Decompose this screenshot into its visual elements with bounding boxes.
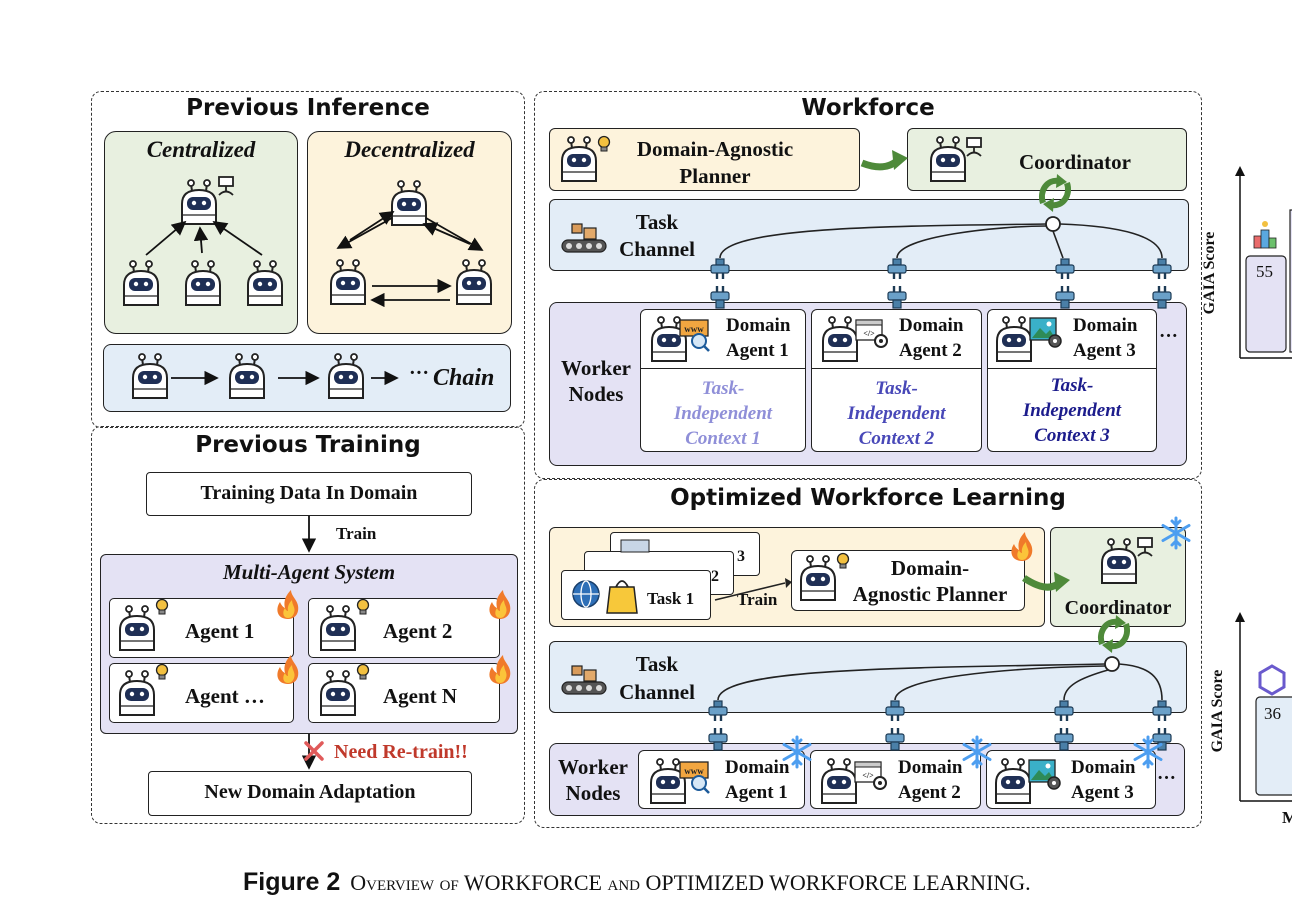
- previous-training-panel: [91, 426, 525, 824]
- workforce-panel: [534, 91, 1202, 479]
- train-label: Train: [336, 524, 377, 543]
- coordinator-label: Coordinator: [1019, 150, 1131, 174]
- chain-ellipsis: ···: [409, 362, 430, 384]
- agent-ellipsis-label: Agent …: [185, 684, 265, 708]
- owl-train-label: Train: [737, 590, 778, 609]
- new-domain-adaptation-label: New Domain Adaptation: [204, 781, 416, 803]
- centralized-label: Centralized: [146, 137, 256, 162]
- owl-task-channel-box: [549, 641, 1187, 713]
- training-data-box: [146, 472, 472, 516]
- side-ylabel-top: GAIA Score: [1201, 231, 1218, 315]
- domain-agent-1-l2: Agent 1: [726, 340, 789, 361]
- planner-label-1: Domain-Agnostic: [636, 137, 794, 161]
- task-3-label: 3: [737, 548, 745, 565]
- domain-agent-2-l2: Agent 2: [899, 340, 962, 361]
- owl-domain-agent-3-l1: Domain: [1071, 757, 1136, 778]
- owl-ellipsis: ···: [1157, 768, 1177, 789]
- agent-n-label: Agent N: [383, 684, 458, 708]
- owl-task-channel-label-2: Channel: [619, 680, 695, 704]
- task-channel-label-1: Task: [635, 210, 679, 234]
- context-3-l3: Context 3: [1034, 425, 1110, 446]
- logo-icon: [1258, 664, 1286, 696]
- document-icon: [620, 539, 650, 553]
- new-domain-adaptation-box: [148, 771, 472, 816]
- context-2-l1: Task-: [875, 378, 918, 399]
- owl-domain-agent-3-l2: Agent 3: [1071, 782, 1134, 803]
- previous-inference-panel: [91, 91, 525, 428]
- task-2-label: 2: [711, 568, 719, 585]
- figure-number: Figure 2: [243, 868, 341, 896]
- podium-icon: [1253, 221, 1277, 249]
- retrain-warning: Need Re-train!!: [334, 741, 468, 763]
- owl-coordinator-label: Coordinator: [1064, 597, 1172, 619]
- owl-domain-agent-2-l1: Domain: [898, 757, 963, 778]
- context-1-l3: Context 1: [685, 428, 761, 449]
- mas-title: Multi-Agent System: [222, 560, 396, 584]
- side-cut-letter: M: [1282, 808, 1292, 827]
- context-2-l2: Independent: [847, 403, 946, 424]
- planner-label-2: Planner: [679, 164, 751, 188]
- workforce-ellipsis: ···: [1159, 326, 1179, 347]
- divider: [811, 368, 982, 369]
- domain-agent-3-l1: Domain: [1073, 315, 1138, 336]
- domain-agent-1-l1: Domain: [726, 315, 791, 336]
- previous-inference-title: Previous Inference: [186, 95, 430, 121]
- task-1-label: Task 1: [647, 589, 695, 608]
- owl-task-channel-label-1: Task: [635, 652, 679, 676]
- training-data-label: Training Data In Domain: [200, 482, 418, 504]
- owl-panel: [534, 479, 1202, 828]
- globe-icon: [572, 580, 600, 608]
- context-3-l2: Independent: [1022, 400, 1122, 421]
- worker-nodes-label-2: Nodes: [568, 382, 624, 406]
- task-channel-label-2: Channel: [619, 237, 695, 261]
- worker-nodes-label-1: Worker: [561, 356, 631, 380]
- divider: [987, 368, 1157, 369]
- chain-label: Chain: [433, 365, 495, 391]
- owl-planner-label-2: Agnostic Planner: [852, 582, 1008, 606]
- owl-domain-agent-2-l2: Agent 2: [898, 782, 961, 803]
- close-icon: [304, 741, 324, 761]
- task-channel-box: [549, 199, 1189, 271]
- shopping-bag-icon: [606, 580, 638, 614]
- side-value-bottom: 36: [1264, 704, 1281, 723]
- domain-agent-3-l2: Agent 3: [1073, 340, 1136, 361]
- agent-1-label: Agent 1: [185, 619, 255, 643]
- side-ylabel-bottom: GAIA Score: [1209, 669, 1226, 753]
- context-1-l1: Task-: [701, 378, 745, 399]
- context-3-l1: Task-: [1050, 375, 1094, 396]
- divider: [640, 368, 806, 369]
- previous-training-title: Previous Training: [195, 432, 421, 458]
- figure-caption: Figure 2 Overview of WORKFORCE and OPTIM…: [243, 868, 1292, 897]
- figure-caption-text: Overview of WORKFORCE and OPTIMIZED WORK…: [350, 870, 1031, 895]
- owl-title: Optimized Workforce Learning: [670, 485, 1066, 511]
- context-2-l3: Context 2: [858, 428, 935, 449]
- side-value-top: 55: [1256, 262, 1273, 281]
- decentralized-label: Decentralized: [344, 137, 475, 162]
- domain-agent-2-l1: Domain: [899, 315, 964, 336]
- owl-worker-nodes-label-2: Nodes: [565, 781, 621, 805]
- owl-domain-agent-1-l2: Agent 1: [725, 782, 788, 803]
- owl-worker-nodes-label-1: Worker: [558, 755, 628, 779]
- owl-planner-label-1: Domain-: [890, 556, 970, 580]
- context-1-l2: Independent: [673, 403, 773, 424]
- agent-2-label: Agent 2: [383, 619, 453, 643]
- owl-domain-agent-1-l1: Domain: [725, 757, 790, 778]
- workforce-title: Workforce: [801, 95, 935, 121]
